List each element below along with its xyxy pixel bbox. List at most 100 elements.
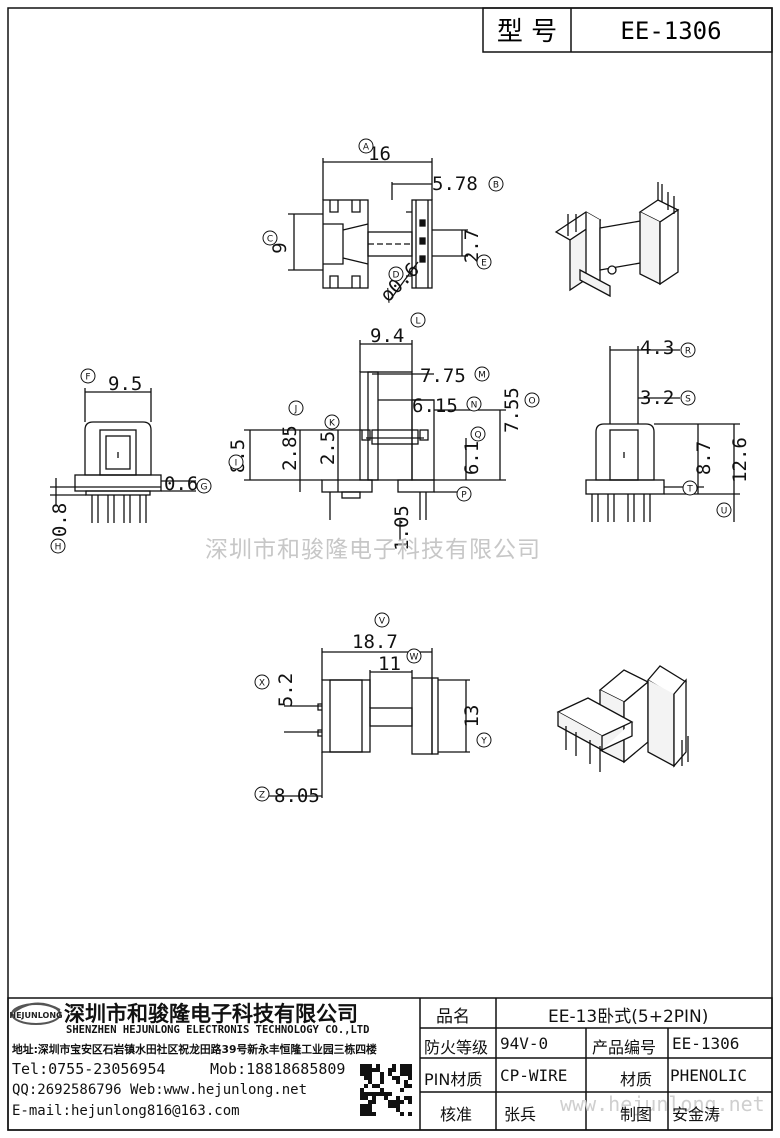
marker-circle-w xyxy=(406,648,422,664)
product-code-label: 产品编号 xyxy=(592,1038,657,1057)
right-view xyxy=(585,346,740,522)
marker-letter-d: D xyxy=(393,271,400,281)
dim-e-value: 2.7 xyxy=(461,229,483,263)
pin-material-label: PIN材质 xyxy=(424,1070,483,1089)
dim-a-value: 16 xyxy=(368,143,391,165)
marker-circle-y xyxy=(476,732,492,748)
company-name-cn: 深圳市和骏隆电子科技有限公司 xyxy=(64,1002,358,1026)
marker-circle-z xyxy=(254,786,270,802)
fire-rating-value: 94V-0 xyxy=(500,1034,549,1053)
title-block xyxy=(7,997,773,1131)
marker-letter-y: Y xyxy=(480,737,487,747)
marker-letter-o: O xyxy=(528,397,535,407)
dim-t-value: 8.7 xyxy=(693,441,715,475)
marker-letter-q: Q xyxy=(474,431,481,441)
marker-circle-l xyxy=(410,312,426,328)
dim-d-value: ø0.6 xyxy=(376,259,424,307)
marker-letter-i: I xyxy=(235,459,238,469)
logo-text: HEJUNLONG xyxy=(9,1011,62,1020)
bottom-view-dims: 18.7 11 5.2 13 8.05 xyxy=(274,631,483,807)
company-qq-web: QQ:2692586796 Web:www.hejunlong.net xyxy=(12,1082,308,1098)
marker-circle-j xyxy=(288,400,304,416)
marker-circle-c xyxy=(262,230,278,246)
marker-circle-p xyxy=(456,486,472,502)
marker-letter-v: V xyxy=(379,617,386,627)
drawn-by-value: 安金涛 xyxy=(672,1105,721,1124)
dim-j-value: 2.85 xyxy=(279,425,301,471)
dim-b-value: 5.78 xyxy=(432,173,478,195)
marker-circle-a xyxy=(358,138,374,154)
marker-letter-c: C xyxy=(267,235,273,245)
marker-letter-m: M xyxy=(478,371,486,381)
dim-z-value: 8.05 xyxy=(274,785,320,807)
model-value: EE-1306 xyxy=(620,17,721,45)
right-view-dims: 4.3 3.2 12.6 8.7 xyxy=(640,337,751,483)
marker-letter-k: K xyxy=(329,419,336,429)
marker-circle-d xyxy=(388,266,404,282)
qr-code xyxy=(358,1062,414,1118)
product-name-label: 品名 xyxy=(436,1007,470,1027)
dim-y-value: 13 xyxy=(461,705,483,728)
bottom-view xyxy=(268,648,470,798)
company-name-en: SHENZHEN HEJUNLONG ELECTRONIS TECHNOLOGY… xyxy=(66,1024,370,1036)
dim-u-value: 12.6 xyxy=(729,437,751,483)
marker-letter-r: R xyxy=(685,347,691,357)
watermark-url: www.hejunlong.net xyxy=(560,1092,765,1116)
marker-circle-h xyxy=(50,538,66,554)
dim-x-value: 5.2 xyxy=(275,673,297,707)
material-label: 材质 xyxy=(620,1070,653,1089)
marker-circle-m xyxy=(474,366,490,382)
marker-letter-z: Z xyxy=(259,791,265,801)
dim-r-value: 4.3 xyxy=(640,337,674,359)
marker-circle-t xyxy=(682,480,698,496)
dim-w-value: 11 xyxy=(378,653,401,675)
marker-letter-g: G xyxy=(201,483,208,493)
marker-letter-x: X xyxy=(259,679,265,689)
marker-letter-u: U xyxy=(721,507,728,517)
marker-circle-r xyxy=(680,342,696,358)
marker-letter-l: L xyxy=(415,317,420,327)
marker-letter-t: T xyxy=(686,485,693,495)
dim-v-value: 18.7 xyxy=(352,631,398,653)
marker-circle-u xyxy=(716,502,732,518)
marker-letter-p: P xyxy=(461,491,467,501)
marker-circle-b xyxy=(488,176,504,192)
pin-material-value: CP-WIRE xyxy=(500,1066,568,1085)
marker-circle-n xyxy=(466,396,482,412)
dim-o-value: 7.55 xyxy=(501,387,523,433)
dim-f-value: 9.5 xyxy=(108,373,142,395)
marker-letter-j: J xyxy=(294,405,298,415)
company-email: E-mail:hejunlong816@163.com xyxy=(12,1103,240,1119)
model-label: 型 号 xyxy=(497,17,557,47)
dim-k-value: 2.5 xyxy=(317,431,339,465)
company-tel: Tel:0755-23056954 xyxy=(12,1060,166,1078)
front-view xyxy=(244,340,506,540)
marker-circle-k xyxy=(324,414,340,430)
top-view-dims: 16 5.78 9 2.7 ø0.6 xyxy=(269,143,483,307)
dim-c-value: 9 xyxy=(269,242,291,253)
model-header: 型 号 EE-1306 xyxy=(482,7,773,53)
marker-letter-e: E xyxy=(481,259,487,269)
dim-s-value: 3.2 xyxy=(640,387,674,409)
marker-letter-a: A xyxy=(363,143,370,153)
dim-extra-value: 1.05 xyxy=(391,505,413,551)
fire-rating-label: 防火等级 xyxy=(424,1038,489,1057)
marker-circle-x xyxy=(254,674,270,690)
product-name-value: EE-13卧式(5+2PIN) xyxy=(548,1007,709,1027)
marker-circle-e xyxy=(476,254,492,270)
dim-g-value: 0.6 xyxy=(164,473,198,495)
left-view-dims: 9.5 0.6 0.8 xyxy=(49,373,198,537)
marker-letter-b: B xyxy=(493,181,499,191)
top-view xyxy=(288,158,468,301)
marker-circle-q xyxy=(470,426,486,442)
marker-letter-h: H xyxy=(55,543,62,553)
isometric-view-bottom xyxy=(556,665,689,772)
marker-circle-v xyxy=(374,612,390,628)
dim-q-value: 6.1 xyxy=(461,441,483,475)
isometric-view-top xyxy=(554,182,680,298)
marker-circle-i xyxy=(228,454,244,470)
marker-letter-s: S xyxy=(685,395,691,405)
approved-by-label: 核准 xyxy=(440,1105,473,1124)
marker-letter-f: F xyxy=(85,373,90,383)
